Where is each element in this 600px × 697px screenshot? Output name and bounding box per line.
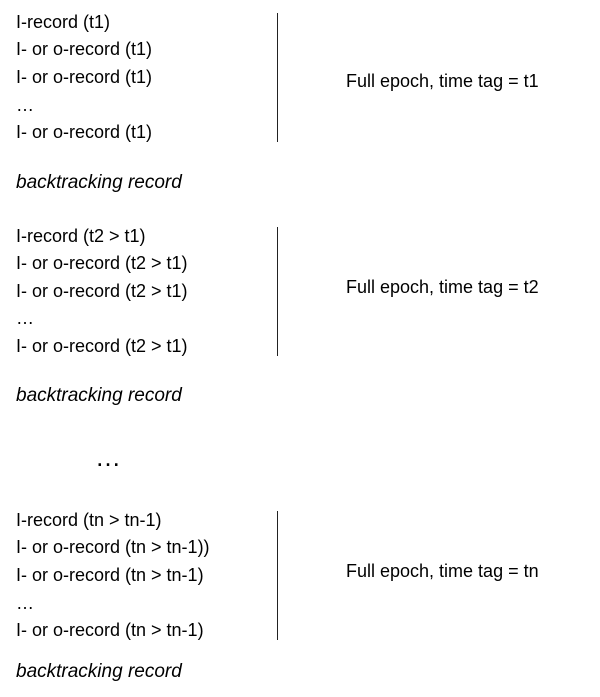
bracket-line <box>277 511 278 640</box>
epoch-label: Full epoch, time tag = tn <box>346 561 539 581</box>
record-line: … <box>16 95 34 115</box>
record-line: I-record (t1) <box>16 12 111 32</box>
backtracking-record-label: backtracking record <box>16 661 182 682</box>
record-line: I- or o-record (tn > tn-1) <box>16 620 204 640</box>
ellipsis-separator: … <box>95 442 122 472</box>
record-line: I-record (t2 > t1) <box>16 226 146 246</box>
record-line: … <box>16 593 34 613</box>
record-line: I- or o-record (tn > tn-1)) <box>16 537 210 557</box>
record-line: I- or o-record (t1) <box>16 67 153 87</box>
epoch-label: Full epoch, time tag = t1 <box>346 71 539 91</box>
record-line: I- or o-record (t1) <box>16 122 153 142</box>
record-line: I- or o-record (t2 > t1) <box>16 281 188 301</box>
record-line: … <box>16 308 34 328</box>
record-line: I- or o-record (t1) <box>16 39 153 59</box>
record-line: I- or o-record (t2 > t1) <box>16 253 188 273</box>
record-line: I- or o-record (t2 > t1) <box>16 336 188 356</box>
backtracking-record-label: backtracking record <box>16 385 182 406</box>
bracket-line <box>277 13 278 142</box>
backtracking-record-label: backtracking record <box>16 172 182 193</box>
record-line: I- or o-record (tn > tn-1) <box>16 565 204 585</box>
record-line: I-record (tn > tn-1) <box>16 510 162 530</box>
bracket-line <box>277 227 278 356</box>
epoch-label: Full epoch, time tag = t2 <box>346 277 539 297</box>
